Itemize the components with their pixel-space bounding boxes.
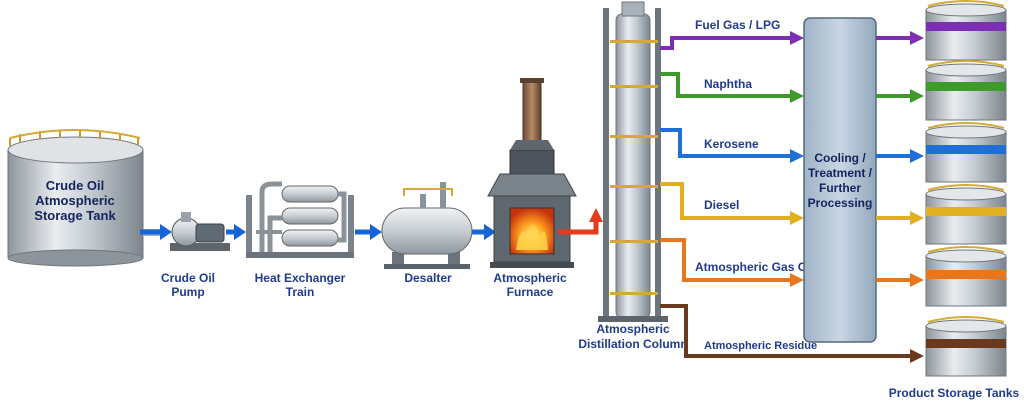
arrow-tank-to-pump bbox=[140, 224, 172, 240]
draw-kerosene: Kerosene bbox=[660, 128, 804, 163]
processing-label-line4: Processing bbox=[808, 196, 873, 210]
product-tank-4 bbox=[925, 184, 1007, 245]
exchanger-label-line1: Heat Exchanger bbox=[255, 271, 346, 285]
product-tank-1 bbox=[925, 0, 1007, 61]
product-label-gas-oil: Atmospheric Gas Oil bbox=[695, 260, 814, 274]
crude-storage-tank: Crude Oil Atmospheric Storage Tank bbox=[7, 129, 144, 267]
desalter-vessel: Desalter bbox=[381, 182, 473, 285]
draw-gas-oil: Atmospheric Gas Oil bbox=[660, 238, 814, 287]
desalter-label: Desalter bbox=[404, 271, 452, 285]
product-label-kerosene: Kerosene bbox=[704, 137, 759, 151]
tank-label-line2: Atmospheric bbox=[35, 193, 114, 208]
product-tank-3 bbox=[925, 122, 1007, 183]
pump-label-line2: Pump bbox=[171, 285, 204, 299]
column-label-line2: Distillation Column bbox=[578, 337, 687, 351]
furnace-label-line2: Furnace bbox=[507, 285, 554, 299]
processing-box: Cooling / Treatment / Further Processing bbox=[803, 17, 877, 343]
tank-label-line1: Crude Oil bbox=[46, 178, 105, 193]
arrow-pump-to-exchanger bbox=[226, 224, 246, 240]
arrow-box-to-tank-4 bbox=[876, 211, 924, 225]
exchanger-label-line2: Train bbox=[286, 285, 315, 299]
arrow-exchanger-to-desalter bbox=[355, 224, 382, 240]
product-label-diesel: Diesel bbox=[704, 198, 739, 212]
processing-label-line1: Cooling / bbox=[814, 151, 866, 165]
processing-label-line3: Further bbox=[819, 181, 861, 195]
arrow-furnace-to-column bbox=[558, 208, 603, 235]
furnace-label-line1: Atmospheric bbox=[493, 271, 567, 285]
product-tank-5 bbox=[925, 246, 1007, 307]
draw-fuel-gas: Fuel Gas / LPG bbox=[660, 18, 804, 50]
tank-label-line3: Storage Tank bbox=[34, 208, 116, 223]
pump-label-line1: Crude Oil bbox=[161, 271, 215, 285]
heat-exchanger-train: Heat Exchanger Train bbox=[246, 181, 354, 299]
arrow-box-to-tank-5 bbox=[876, 273, 924, 287]
column-label-line1: Atmospheric bbox=[596, 322, 670, 336]
product-tank-2 bbox=[925, 60, 1007, 121]
draw-residue: Atmospheric Residue bbox=[660, 304, 924, 363]
product-label-residue: Atmospheric Residue bbox=[704, 340, 817, 352]
draw-naphtha: Naphtha bbox=[660, 72, 804, 103]
arrow-box-to-tank-2 bbox=[876, 89, 924, 103]
arrow-desalter-to-furnace bbox=[472, 224, 496, 240]
draw-diesel: Diesel bbox=[660, 182, 804, 225]
product-label-fuel-gas: Fuel Gas / LPG bbox=[695, 18, 780, 32]
product-tank-6 bbox=[925, 316, 1007, 377]
processing-label-line2: Treatment / bbox=[808, 166, 873, 180]
arrow-box-to-tank-3 bbox=[876, 149, 924, 163]
product-tanks-label: Product Storage Tanks bbox=[889, 386, 1020, 400]
distillation-column: Atmospheric Distillation Column bbox=[578, 1, 688, 351]
crude-oil-pump: Crude Oil Pump bbox=[161, 212, 230, 299]
product-label-naphtha: Naphtha bbox=[704, 77, 752, 91]
atmospheric-furnace: Atmospheric Furnace bbox=[487, 78, 577, 299]
arrow-box-to-tank-1 bbox=[876, 31, 924, 45]
